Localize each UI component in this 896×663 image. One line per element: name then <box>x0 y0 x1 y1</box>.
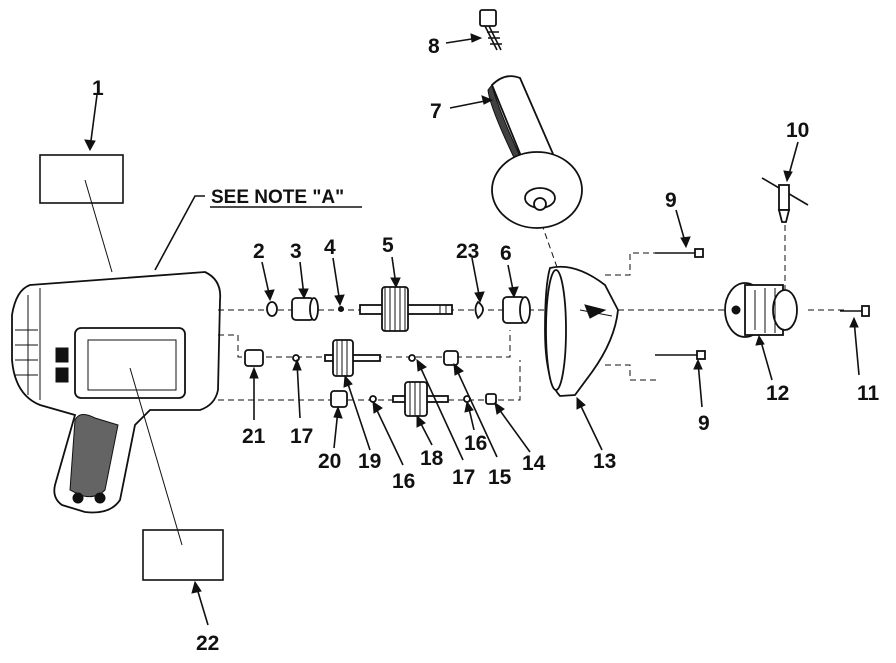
see-note-label: SEE NOTE "A" <box>211 187 344 208</box>
callout-12: 12 <box>766 382 789 405</box>
callout-22: 22 <box>196 632 219 655</box>
callout-9a: 9 <box>665 189 677 212</box>
callout-2: 2 <box>253 240 265 263</box>
leader-lines <box>84 33 860 626</box>
callout-3: 3 <box>290 240 302 263</box>
callout-7: 7 <box>430 100 442 123</box>
bearing-3 <box>291 297 319 321</box>
callout-23: 23 <box>456 240 479 263</box>
callout-6: 6 <box>500 242 512 265</box>
label-plate-22 <box>142 529 224 581</box>
callout-20: 20 <box>318 450 341 473</box>
drill-housing <box>11 271 222 514</box>
screw-9-lower <box>655 350 706 360</box>
callout-17a: 17 <box>452 466 475 489</box>
gear-18 <box>392 381 449 417</box>
callout-17b: 17 <box>290 425 313 448</box>
callout-21: 21 <box>242 425 266 448</box>
screw-9-upper <box>655 248 704 258</box>
callout-9b: 9 <box>698 412 710 435</box>
callout-5: 5 <box>382 234 394 257</box>
callout-14: 14 <box>522 452 546 475</box>
side-handle-7 <box>487 75 583 229</box>
callout-15: 15 <box>488 466 512 489</box>
callout-1: 1 <box>92 77 104 100</box>
screw-11 <box>840 305 870 317</box>
callout-labels: 1 2 3 4 5 23 6 7 8 9 10 9 11 12 13 14 15… <box>92 35 880 655</box>
callout-16a: 16 <box>464 432 487 455</box>
callout-8: 8 <box>428 35 440 58</box>
callout-4: 4 <box>324 236 336 259</box>
callout-13: 13 <box>593 450 616 473</box>
bearing-6 <box>502 296 531 324</box>
label-plate-1 <box>39 154 124 204</box>
screw-8 <box>479 9 502 51</box>
gear-19 <box>324 339 381 377</box>
chuck-12 <box>724 282 798 338</box>
callout-10: 10 <box>786 119 809 142</box>
callout-19: 19 <box>358 450 381 473</box>
callout-11: 11 <box>857 382 880 405</box>
bushing-21 <box>244 349 264 367</box>
chuck-key-10 <box>761 177 809 223</box>
callout-18: 18 <box>420 447 444 470</box>
gear-case-13 <box>544 265 619 397</box>
gear-5 <box>359 286 453 332</box>
callout-16b: 16 <box>392 470 415 493</box>
